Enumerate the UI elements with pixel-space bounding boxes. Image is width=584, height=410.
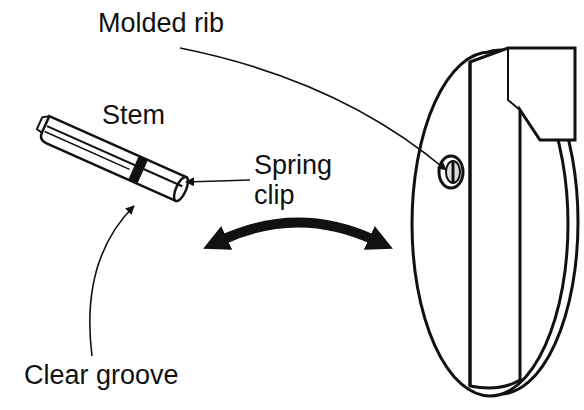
rotation-arrow <box>222 223 374 241</box>
part-label: Molded rib <box>96 8 226 38</box>
leader-lines <box>90 48 446 356</box>
part-label: Clear groove <box>22 360 181 390</box>
part-label: Spring clip <box>252 150 356 210</box>
knob <box>412 48 578 396</box>
part-label: Stem <box>100 100 167 130</box>
